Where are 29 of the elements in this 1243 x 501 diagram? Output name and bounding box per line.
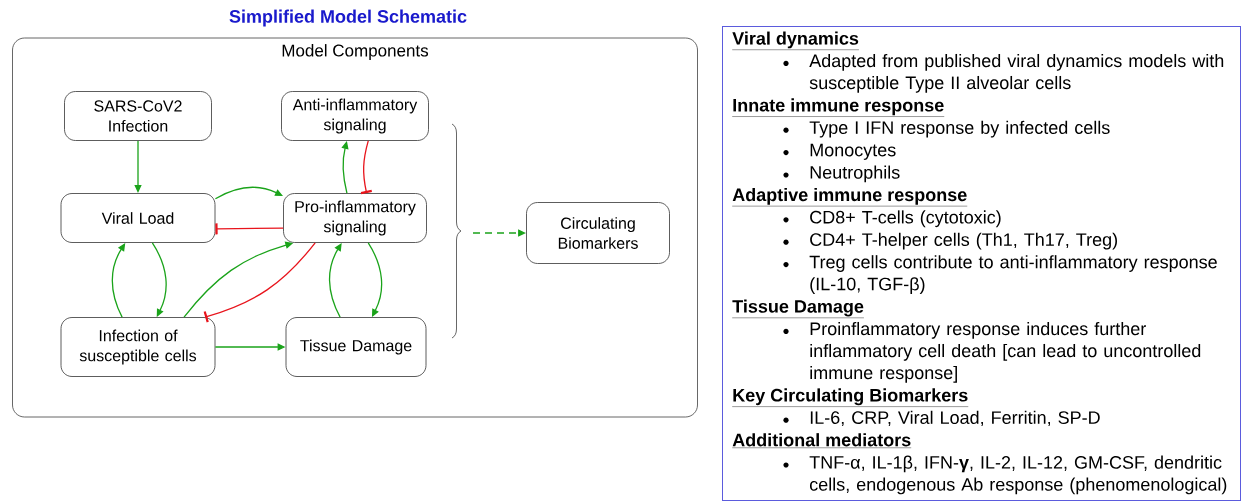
arrow <box>134 140 142 193</box>
arrow <box>203 242 316 323</box>
bullet-text: Treg cells contribute to anti-inflammatory response (IL-10, TGF-β) <box>809 255 1217 294</box>
process-box: Viral Load <box>60 193 216 243</box>
arrow <box>360 140 372 195</box>
section-heading: Key Circulating Biomarkers <box>732 388 969 407</box>
process-box: Pro-inflammatory signaling <box>283 193 427 243</box>
section-heading: Adaptive immune response <box>732 187 968 207</box>
section-heading: Innate immune response <box>732 98 945 117</box>
process-box: SARS-CoV2 Infection <box>64 91 212 141</box>
section-heading: Tissue Damage <box>732 299 865 318</box>
arrow <box>215 223 284 235</box>
bullet-text: Type I IFN response by infected cells <box>809 120 1110 138</box>
section-heading: Additional mediators <box>732 433 912 448</box>
bullet-text: Neutrophils <box>810 165 900 183</box>
bullet-text: TNF-α, IL-1β, IFN-γ, IL-2, IL-12, GM-CSF, dendritic cells, endogenous Ab response (phenomenological) <box>809 455 1227 495</box>
process-box: Tissue Damage <box>285 317 427 377</box>
arrow <box>341 141 349 194</box>
process-box: Anti-inflammatory signaling <box>281 91 429 141</box>
bullet-text: IL-6, CRP, Viral Load, Ferritin, SP-D <box>810 410 1100 427</box>
process-box: Infection of susceptible cells <box>60 317 216 377</box>
bullet-text: Monocytes <box>810 143 896 160</box>
bullet-text: Proinflammatory response induces further inflammatory cell death [can lead to uncontrolled immune response] <box>810 321 1201 383</box>
bullet-text: CD8+ T-cells (cytotoxic) <box>810 210 1001 228</box>
bullet-text: Adapted from published viral dynamics models with susceptible Type II alveolar cells <box>809 53 1224 93</box>
diagram-title: Simplified Model Schematic <box>229 9 467 27</box>
process-box: Circulating Biomarkers <box>526 202 670 264</box>
section-heading: Viral dynamics <box>732 31 860 50</box>
bullet-text: CD4+ T-helper cells (Th1, Th17, Treg) <box>810 232 1117 250</box>
